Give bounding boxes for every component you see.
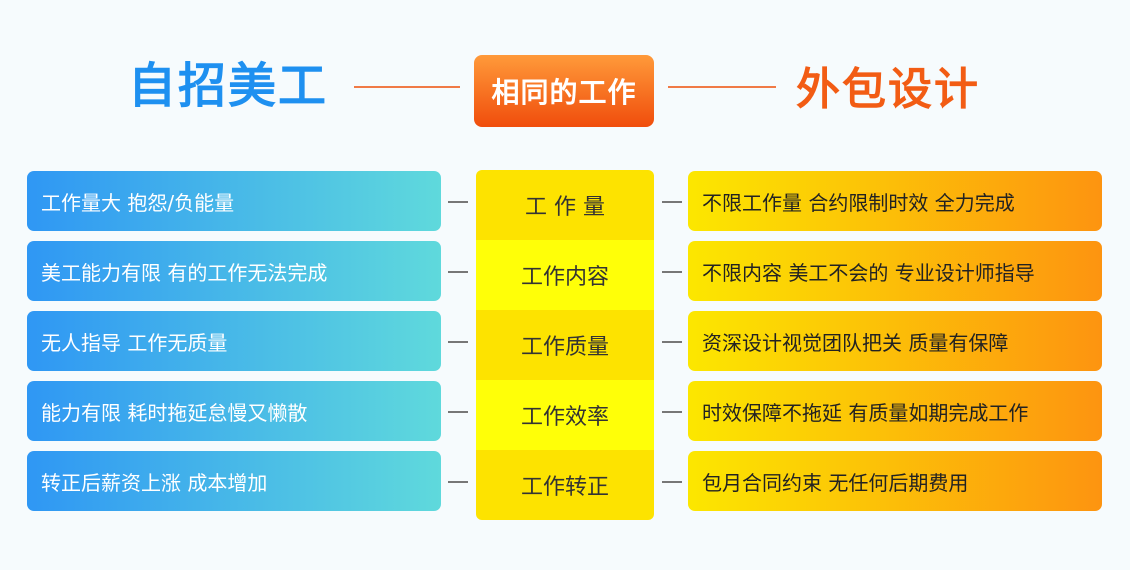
right-row-2: 不限内容 美工不会的 专业设计师指导 bbox=[688, 241, 1102, 301]
center-cell-5: 工作转正 bbox=[476, 450, 654, 520]
left-row-text: 转正后薪资上涨 成本增加 bbox=[41, 470, 268, 495]
left-title-connector bbox=[354, 86, 460, 88]
right-title: 外包设计 bbox=[796, 64, 980, 115]
left-dash bbox=[448, 341, 468, 343]
center-cell-3: 工作质量 bbox=[476, 310, 654, 380]
right-row-3: 资深设计视觉团队把关 质量有保障 bbox=[688, 311, 1102, 371]
left-row-3: 无人指导 工作无质量 bbox=[27, 311, 441, 371]
left-dash bbox=[448, 271, 468, 273]
center-column: 工 作 量 工作内容 工作质量 工作效率 工作转正 bbox=[476, 170, 654, 520]
right-row-4: 时效保障不拖延 有质量如期完成工作 bbox=[688, 381, 1102, 441]
right-row-1: 不限工作量 合约限制时效 全力完成 bbox=[688, 171, 1102, 231]
right-dash bbox=[662, 271, 682, 273]
left-row-5: 转正后薪资上涨 成本增加 bbox=[27, 451, 441, 511]
left-title: 自招美工 bbox=[128, 58, 329, 114]
right-row-text: 不限工作量 合约限制时效 全力完成 bbox=[702, 190, 1015, 215]
right-row-text: 时效保障不拖延 有质量如期完成工作 bbox=[702, 400, 1029, 425]
center-cell-4: 工作效率 bbox=[476, 380, 654, 450]
right-dash bbox=[662, 411, 682, 413]
right-row-text: 不限内容 美工不会的 专业设计师指导 bbox=[702, 260, 1035, 285]
left-dash bbox=[448, 481, 468, 483]
left-row-text: 能力有限 耗时拖延怠慢又懒散 bbox=[41, 400, 308, 425]
right-dash bbox=[662, 201, 682, 203]
left-row-1: 工作量大 抱怨/负能量 bbox=[27, 171, 441, 231]
right-row-text: 包月合同约束 无任何后期费用 bbox=[702, 470, 969, 495]
center-title: 相同的工作 bbox=[474, 55, 654, 127]
left-dash bbox=[448, 201, 468, 203]
right-row-5: 包月合同约束 无任何后期费用 bbox=[688, 451, 1102, 511]
center-cell-2: 工作内容 bbox=[476, 240, 654, 310]
left-row-2: 美工能力有限 有的工作无法完成 bbox=[27, 241, 441, 301]
left-row-text: 美工能力有限 有的工作无法完成 bbox=[41, 260, 328, 285]
center-cell-1: 工 作 量 bbox=[476, 170, 654, 240]
left-row-text: 工作量大 抱怨/负能量 bbox=[41, 190, 235, 215]
left-row-text: 无人指导 工作无质量 bbox=[41, 330, 228, 355]
right-title-connector bbox=[668, 86, 776, 88]
right-dash bbox=[662, 481, 682, 483]
left-dash bbox=[448, 411, 468, 413]
right-dash bbox=[662, 341, 682, 343]
left-row-4: 能力有限 耗时拖延怠慢又懒散 bbox=[27, 381, 441, 441]
right-row-text: 资深设计视觉团队把关 质量有保障 bbox=[702, 330, 1009, 355]
